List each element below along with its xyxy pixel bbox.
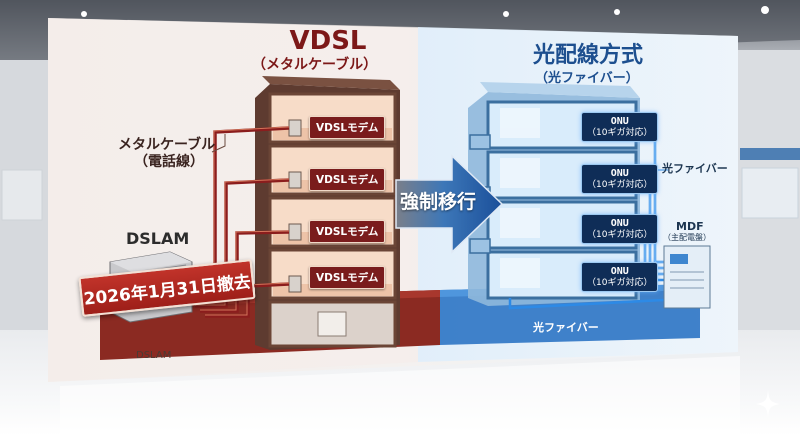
- fiber-side-label: 光ファイバー: [662, 162, 728, 175]
- onu-spec: （10ギガ対応）: [587, 179, 653, 190]
- migration-label: 強制移行: [400, 191, 477, 213]
- vdsl-modem-tag: VDSLモデム: [309, 168, 386, 191]
- onu-unit: ONU （10ギガ対応）: [581, 214, 659, 244]
- onu-name: ONU: [610, 266, 629, 277]
- metal-cable-label: メタルケーブル: [118, 137, 216, 153]
- vdsl-modem-tag: VDSLモデム: [309, 266, 386, 289]
- dslam-box-label: DSLAM: [136, 350, 172, 361]
- onu-name: ONU: [610, 116, 629, 127]
- mdf-sublabel: （主配電盤）: [663, 233, 711, 242]
- onu-spec: （10ギガ対応）: [587, 127, 653, 138]
- vdsl-subtitle: （メタルケーブル）: [252, 57, 378, 73]
- onu-unit: ONU （10ギガ対応）: [581, 112, 659, 142]
- onu-spec: （10ギガ対応）: [587, 229, 653, 240]
- onu-unit: ONU （10ギガ対応）: [581, 164, 659, 194]
- onu-unit: ONU （10ギガ対応）: [581, 262, 659, 292]
- vdsl-modem-tag: VDSLモデム: [309, 116, 386, 139]
- onu-name: ONU: [610, 218, 629, 229]
- fiber-subtitle: （光ファイバー）: [535, 71, 639, 86]
- vdsl-modem-tag: VDSLモデム: [309, 220, 386, 243]
- vdsl-title: VDSL: [289, 26, 367, 56]
- onu-name: ONU: [610, 168, 629, 179]
- fiber-bottom-label: 光ファイバー: [533, 321, 599, 334]
- phone-line-label: （電話線）: [134, 154, 204, 170]
- sparkle-icon: [756, 390, 780, 418]
- dslam-label: DSLAM: [126, 229, 190, 248]
- fiber-title: 光配線方式: [533, 43, 644, 68]
- mdf-label: MDF: [676, 220, 704, 233]
- onu-spec: （10ギガ対応）: [587, 277, 653, 288]
